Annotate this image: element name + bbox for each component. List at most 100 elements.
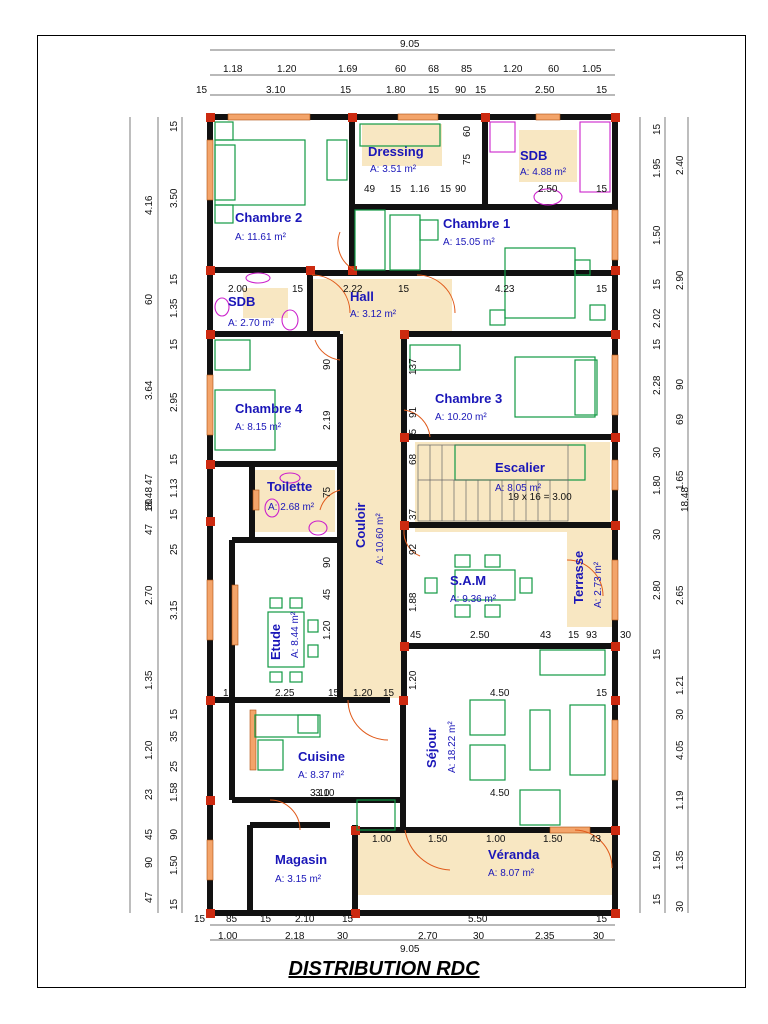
dim-interior: 2.50	[470, 630, 490, 641]
stair	[417, 444, 569, 522]
room-area: A: 10.20 m²	[435, 412, 487, 423]
dim-right: 1.21	[675, 675, 686, 695]
room-area: A: 8.44 m²	[290, 611, 301, 658]
room-area: A: 2.70 m²	[228, 318, 275, 329]
dim-bottom-total: 9.05	[400, 944, 420, 955]
walls	[207, 114, 618, 916]
dim-interior: 15	[408, 428, 419, 440]
dim-interior: 93	[586, 630, 598, 641]
dim-left-inner: 25	[169, 543, 180, 555]
dim-left-inner: 90	[169, 828, 180, 840]
dim-interior: 1.00	[486, 834, 506, 845]
room-area: A: 8.05 m²	[495, 483, 542, 494]
dim-interior: 1.50	[428, 834, 448, 845]
dim-right-total: 18.48	[680, 487, 691, 512]
room-name: Cuisine	[298, 749, 345, 764]
room-name: Etude	[268, 624, 283, 660]
dim-right: 90	[675, 378, 686, 390]
dim-top-total: 9.05	[400, 39, 420, 50]
dim-right-inner: 1.95	[652, 158, 663, 178]
dim-interior: 15	[596, 688, 608, 699]
interior-dimension-labels: 2.00 15 2.22 15 4.23 15 49 15 1.16 15 90…	[223, 125, 632, 845]
dim-right: 1.19	[675, 790, 686, 810]
dim-left-inner: 15	[169, 120, 180, 132]
dim-top: 1.18	[223, 64, 243, 75]
dim-interior: 3.10	[315, 788, 335, 799]
dim-top: 1.20	[503, 64, 523, 75]
room-area: A: 2.73 m²	[593, 561, 604, 608]
dim-top: 60	[395, 64, 407, 75]
dim-interior: 43	[590, 834, 602, 845]
dim-right-inner: 15	[652, 338, 663, 350]
dim-left: 45	[144, 828, 155, 840]
room-name: SDB	[520, 148, 547, 163]
dim-top: 1.20	[277, 64, 297, 75]
dim-interior: 75	[322, 486, 333, 498]
dim-right: 1.35	[675, 850, 686, 870]
dim-interior: 90	[322, 556, 333, 568]
dim-right-inner: 30	[652, 528, 663, 540]
dim-interior: 45	[322, 588, 333, 600]
dim-interior: 15	[390, 184, 402, 195]
dim-interior: 37	[408, 508, 419, 520]
dim-interior: 15	[328, 688, 340, 699]
room-name: Hall	[350, 289, 374, 304]
dim-left-inner: 3.15	[169, 600, 180, 620]
room-name: Terrasse	[571, 551, 586, 604]
dim-top: 1.05	[582, 64, 602, 75]
dim-interior: 30	[620, 630, 632, 641]
room-name: Toilette	[267, 479, 312, 494]
dim-interior: 15	[440, 184, 452, 195]
dim-interior: 2.00	[228, 284, 248, 295]
dim-left-inner: 3.50	[169, 188, 180, 208]
dim-interior: 1.20	[322, 620, 333, 640]
dim-right-inner: 1.50	[652, 225, 663, 245]
dim-interior: 4.50	[490, 688, 510, 699]
dim-interior: 2.22	[343, 284, 363, 295]
windows	[206, 113, 619, 881]
dim-bottom2: 30	[473, 931, 485, 942]
room-name: SDB	[228, 294, 255, 309]
dim-bottom2: 1.00	[218, 931, 238, 942]
dim-interior: 4.50	[490, 788, 510, 799]
dim-right-inner: 1.80	[652, 475, 663, 495]
dim-left-total: 18.48	[144, 487, 155, 512]
room-area: A: 11.61 m²	[235, 232, 287, 243]
dim-top2: 1.80	[386, 85, 406, 96]
room-name: Chambre 1	[443, 216, 510, 231]
dim-right: 1.65	[675, 470, 686, 490]
dim-bottom: 85	[226, 914, 238, 925]
room-name: Escalier	[495, 460, 545, 475]
dim-left-inner: 35	[169, 730, 180, 742]
dim-top: 68	[428, 64, 440, 75]
room-area: A: 18.22 m²	[447, 721, 458, 773]
dim-interior: 68	[408, 453, 419, 465]
dim-left: 23	[144, 788, 155, 800]
dim-left-inner: 15	[169, 708, 180, 720]
dimension-lines	[129, 49, 689, 941]
dim-left: 60	[144, 293, 155, 305]
dim-interior: 1.88	[408, 592, 419, 612]
room-area: A: 8.15 m²	[235, 422, 282, 433]
dim-top2: 90	[455, 85, 467, 96]
dim-top2: 15	[196, 85, 208, 96]
dim-bottom2: 30	[337, 931, 349, 942]
dim-right-inner: 15	[652, 648, 663, 660]
dim-interior: 1.20	[353, 688, 373, 699]
dim-left-inner: 15	[169, 273, 180, 285]
room-name: Couloir	[353, 503, 368, 549]
dim-left: 1.20	[144, 740, 155, 760]
room-area: A: 4.88 m²	[520, 167, 567, 178]
dim-interior: 3.10	[310, 788, 330, 799]
dim-interior: 2.25	[275, 688, 295, 699]
dim-interior: 49	[364, 184, 376, 195]
dim-left-inner: 25	[169, 760, 180, 772]
dim-left-inner: 15	[169, 338, 180, 350]
dim-right: 4.05	[675, 740, 686, 760]
dim-right-inner: 15	[652, 278, 663, 290]
dim-interior: 15	[223, 688, 235, 699]
dim-right: 30	[675, 900, 686, 912]
dim-left: 47	[144, 891, 155, 903]
dim-top2: 2.50	[535, 85, 555, 96]
